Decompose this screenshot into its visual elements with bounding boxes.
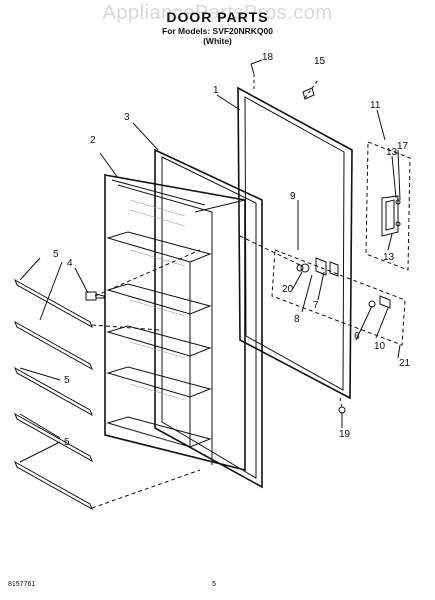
screw-part-18 — [250, 63, 255, 75]
callout-20: 20 — [282, 284, 294, 295]
callout-4: 4 — [67, 258, 73, 269]
hinge-group — [271, 249, 406, 346]
doc-number: 8157761 — [8, 581, 36, 588]
hinge-bracket — [315, 257, 327, 276]
callout-15: 15 — [314, 56, 326, 67]
handle-group — [365, 141, 411, 271]
watermark: AppliancePartsPros.com — [102, 2, 333, 24]
callout-19: 19 — [339, 429, 351, 440]
callout-17: 17 — [397, 141, 409, 152]
model-line: For Models: SVF20NRKQ00 — [162, 26, 273, 36]
door-shelves — [106, 231, 212, 448]
callout-6: 6 — [354, 331, 360, 342]
color-line: (White) — [203, 36, 232, 46]
callout-2: 2 — [90, 135, 96, 146]
callout-10: 10 — [374, 341, 386, 352]
callout-13-bottom: 13 — [383, 252, 395, 263]
callout-11: 11 — [370, 100, 381, 111]
callout-labels: 1 2 3 4 5 5 5 6 7 8 9 10 11 13 13 15 17 … — [53, 52, 411, 448]
callout-9: 9 — [290, 191, 296, 202]
model-subtitle: For Models: SVF20NRKQ00 (White) — [0, 26, 435, 46]
leader-lines — [19, 59, 401, 509]
callout-5-top: 5 — [53, 249, 59, 260]
gasket — [154, 148, 263, 489]
callout-5-middle: 5 — [64, 375, 70, 386]
shelf-rails — [14, 278, 93, 511]
liner-shading — [129, 199, 186, 447]
plug-part-15 — [302, 87, 315, 100]
callout-8: 8 — [294, 314, 300, 325]
page-title: DOOR PARTS — [166, 9, 269, 25]
door-liner — [104, 174, 246, 472]
callout-7: 7 — [313, 300, 319, 311]
callout-1: 1 — [213, 85, 219, 96]
callout-21: 21 — [399, 358, 411, 369]
callout-3: 3 — [124, 112, 130, 123]
callout-18: 18 — [262, 52, 274, 63]
page-number: 5 — [212, 581, 216, 588]
screw-part-4 — [85, 291, 105, 301]
callout-13-top: 13 — [386, 147, 398, 158]
callout-5-bottom: 5 — [64, 437, 70, 448]
hinge-washer — [300, 263, 310, 273]
